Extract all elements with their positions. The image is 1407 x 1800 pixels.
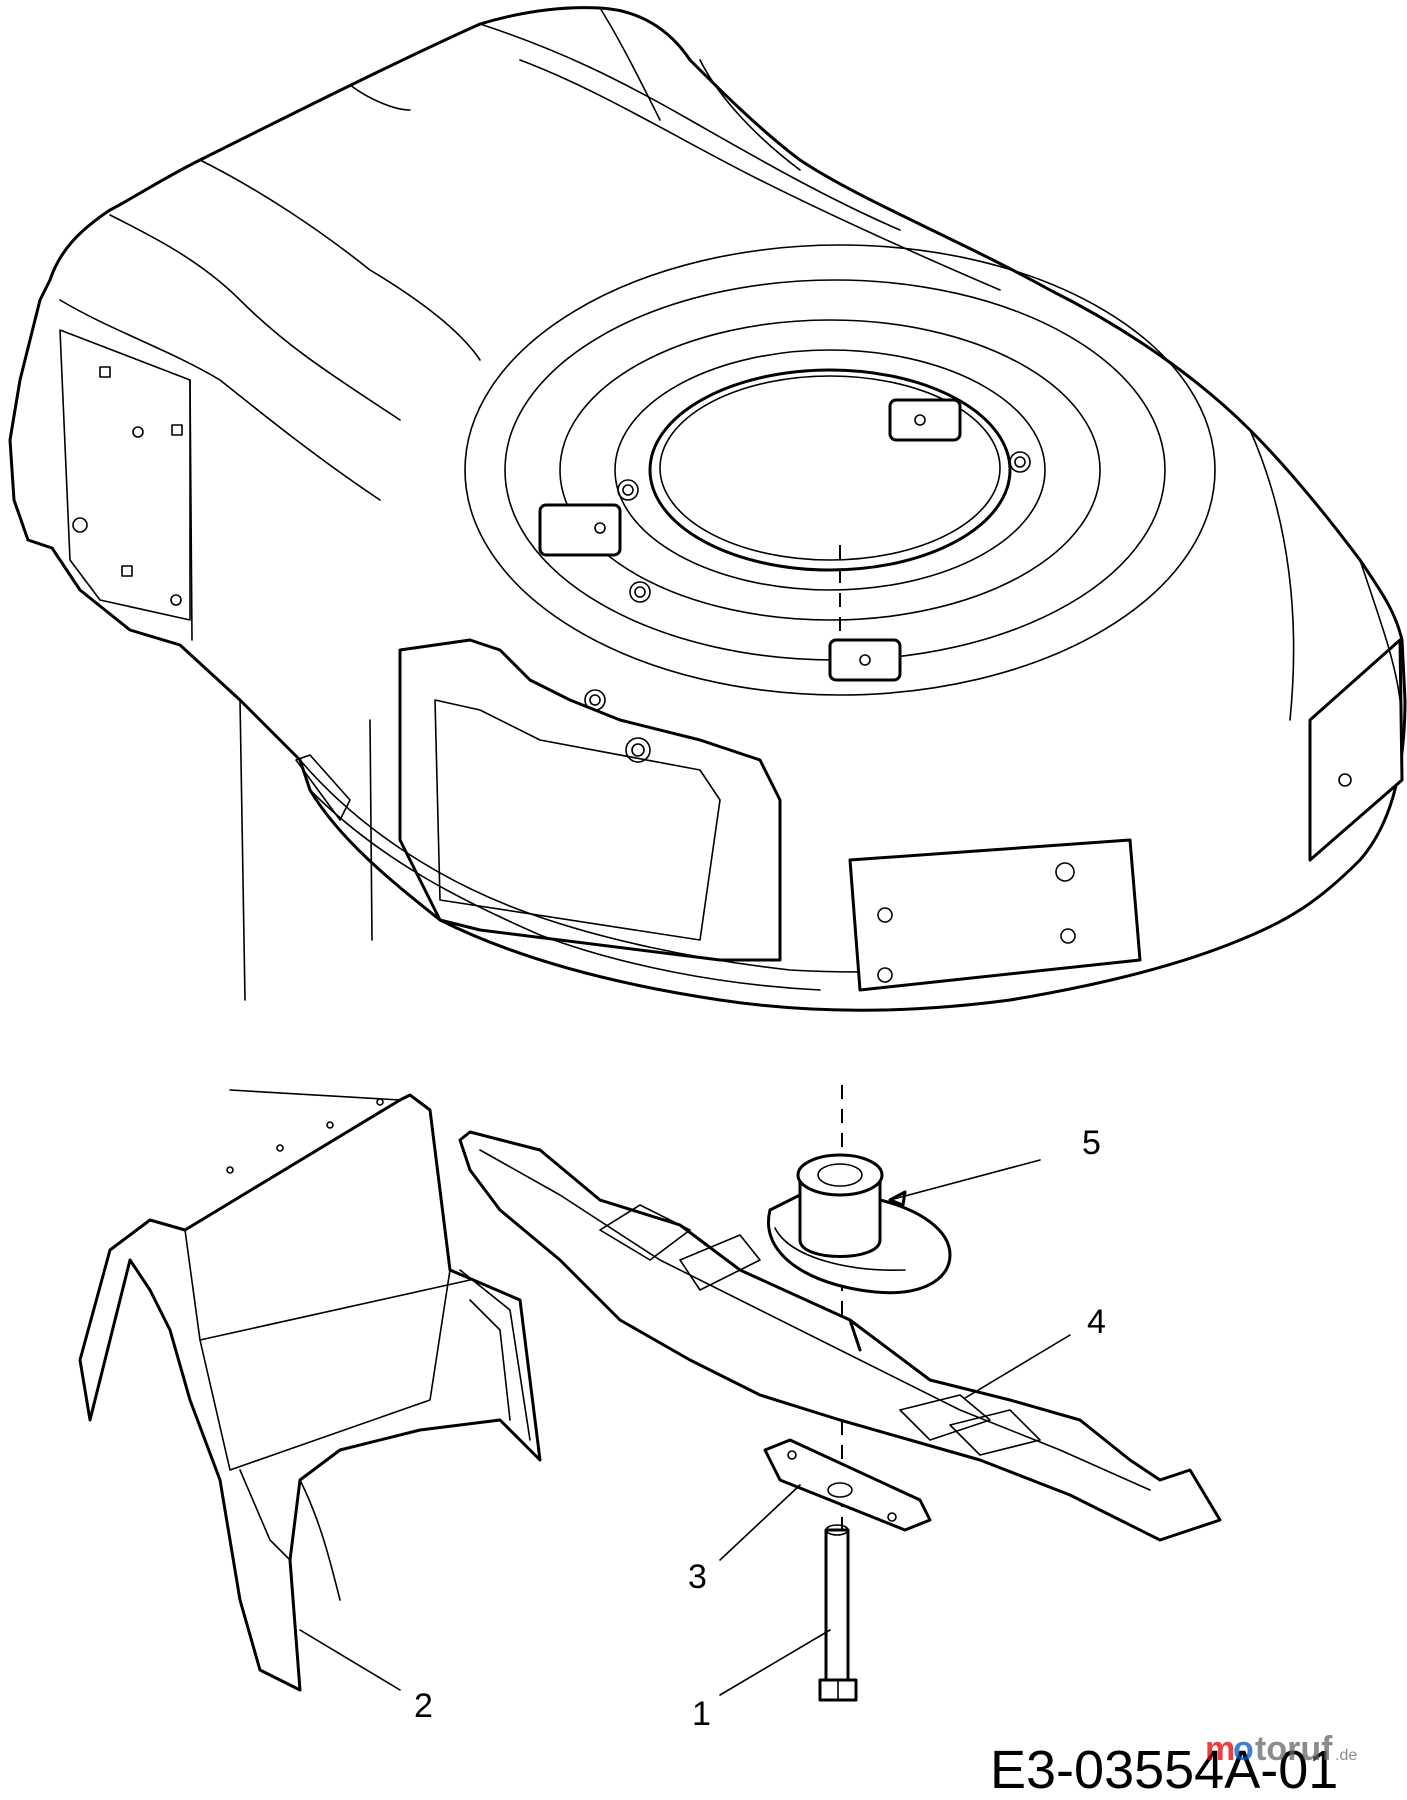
- blade-adapter: [767, 1153, 952, 1295]
- grass-deflector: [78, 1089, 542, 1692]
- svg-text:o: o: [1233, 1730, 1254, 1768]
- callout-leader-5: [889, 1159, 1041, 1201]
- callout-leader-2: [299, 1629, 401, 1691]
- callout-leader-4: [964, 1334, 1071, 1399]
- svg-text:toruf: toruf: [1255, 1730, 1333, 1768]
- mower-deck: [8, 6, 1407, 1012]
- svg-text:.de: .de: [1335, 1747, 1357, 1764]
- callout-label-2: 2: [414, 1687, 433, 1725]
- callout-label-1: 1: [692, 1695, 711, 1733]
- callout-arrow-5: [888, 1190, 907, 1207]
- blade-retainer-plate: [763, 1438, 932, 1532]
- svg-text:m: m: [1205, 1730, 1235, 1768]
- callout-leader-3: [719, 1484, 801, 1561]
- watermark-logo: m o toruf .de: [1205, 1730, 1357, 1768]
- callout-label-3: 3: [688, 1558, 707, 1596]
- callout-label-5: 5: [1082, 1124, 1101, 1162]
- callout-label-4: 4: [1087, 1303, 1106, 1341]
- callout-leader-1: [719, 1629, 831, 1696]
- bolt: [818, 1524, 858, 1702]
- drawing-code: E3-03554A-01: [990, 1740, 1338, 1800]
- blade: [458, 1130, 1222, 1542]
